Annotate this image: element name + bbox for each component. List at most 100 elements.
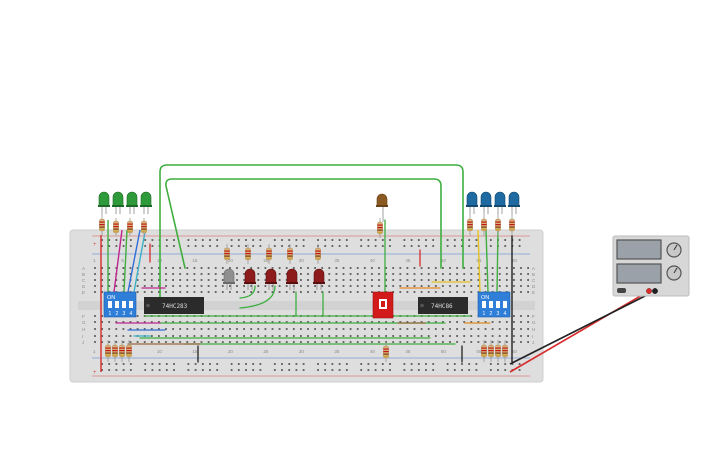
resistor-bottom-right-4[interactable] — [502, 340, 508, 362]
resistor-pushbutton[interactable] — [383, 342, 389, 362]
left-leads — [100, 220, 146, 372]
resistor-bottom-left-4[interactable] — [126, 340, 132, 362]
led-red-4[interactable] — [313, 268, 325, 290]
resistor-bottom-left-2[interactable] — [112, 340, 118, 362]
rail-hole — [410, 363, 413, 365]
hole — [470, 321, 473, 323]
hole — [406, 328, 409, 330]
hole — [349, 341, 352, 343]
hole — [491, 267, 494, 269]
hole — [378, 341, 380, 343]
rail-hole — [302, 245, 305, 247]
column-number: 15 — [192, 349, 198, 354]
resistor-top-left-3[interactable] — [127, 218, 133, 236]
hole — [300, 321, 302, 323]
hole — [371, 321, 373, 323]
chip-74hc283[interactable]: 74HC283 — [144, 297, 204, 314]
hole — [122, 273, 125, 275]
rail-hole — [324, 245, 327, 247]
hole — [463, 341, 466, 343]
hole — [186, 321, 189, 323]
led-blue-3[interactable] — [494, 191, 506, 214]
resistor-brown-led[interactable] — [377, 218, 383, 238]
hole — [250, 321, 253, 323]
led-blue-2[interactable] — [480, 191, 492, 214]
hole — [122, 279, 125, 281]
hole — [207, 273, 210, 275]
power-supply-display-top — [616, 239, 662, 260]
led-red-1[interactable] — [244, 268, 256, 290]
hole — [342, 341, 345, 343]
rail-hole — [187, 363, 190, 365]
lead-blue — [127, 229, 141, 293]
hole — [328, 328, 331, 330]
led-grey[interactable] — [223, 268, 235, 290]
hole — [136, 321, 139, 323]
hole — [470, 328, 473, 330]
resistor-mid-1[interactable] — [224, 244, 230, 264]
hole — [349, 321, 352, 323]
pushbutton[interactable] — [372, 291, 394, 319]
hole — [321, 341, 324, 343]
wire-green-led-1 — [239, 285, 256, 299]
hole — [413, 267, 416, 269]
hole — [101, 291, 103, 293]
hole — [321, 285, 324, 287]
row-letter: C — [532, 278, 536, 283]
resistor-bottom-left-1[interactable] — [105, 340, 111, 362]
hole — [328, 273, 331, 275]
resistor-bottom-right-3[interactable] — [495, 340, 501, 362]
hole — [214, 273, 217, 275]
rail-hole — [432, 239, 435, 241]
hole — [214, 279, 217, 281]
hole — [172, 321, 174, 323]
hole — [264, 267, 267, 269]
led-blue-4[interactable] — [508, 191, 520, 214]
resistor-bottom-right-2[interactable] — [488, 340, 494, 362]
led-brown[interactable] — [376, 193, 388, 222]
resistor-mid-4[interactable] — [287, 244, 293, 264]
resistor-top-left-4[interactable] — [141, 218, 147, 236]
column-number: 35 — [334, 349, 340, 354]
led-green-2[interactable] — [112, 191, 124, 214]
terminal-black[interactable] — [652, 288, 658, 294]
resistor-top-right-4[interactable] — [509, 214, 515, 236]
power-supply[interactable] — [612, 235, 690, 297]
resistor-mid-3[interactable] — [266, 244, 272, 264]
hole — [122, 341, 125, 343]
chip-74hc86[interactable]: 74HC86 — [418, 297, 468, 314]
hole — [463, 291, 466, 293]
led-red-2[interactable] — [265, 268, 277, 290]
resistor-top-right-1[interactable] — [467, 214, 473, 236]
hole — [477, 285, 480, 287]
power-switch[interactable] — [617, 288, 626, 293]
hole — [484, 341, 487, 343]
hole — [363, 328, 366, 330]
rail-hole — [187, 239, 190, 241]
led-green-3[interactable] — [126, 191, 138, 214]
resistor-mid-5[interactable] — [315, 244, 321, 264]
resistor-mid-2[interactable] — [245, 244, 251, 264]
terminal-red[interactable] — [646, 288, 652, 294]
hole — [527, 267, 529, 269]
hole — [264, 285, 267, 287]
led-red-3[interactable] — [286, 268, 298, 290]
led-green-1[interactable] — [98, 191, 110, 214]
resistor-bottom-left-3[interactable] — [119, 340, 125, 362]
hole — [243, 328, 245, 330]
resistor-top-right-2[interactable] — [481, 214, 487, 236]
led-blue-1[interactable] — [466, 191, 478, 214]
hole — [158, 335, 160, 337]
resistor-top-right-3[interactable] — [495, 214, 501, 236]
hole — [186, 291, 189, 293]
resistor-top-left-1[interactable] — [99, 214, 105, 236]
rail-hole — [173, 369, 175, 371]
hole — [129, 273, 132, 275]
resistor-bottom-right-1[interactable] — [481, 340, 487, 362]
rail-hole — [425, 363, 427, 365]
dip-position-label: 3 — [123, 311, 126, 317]
led-green-4[interactable] — [140, 191, 152, 214]
resistor-top-left-2[interactable] — [113, 218, 119, 236]
